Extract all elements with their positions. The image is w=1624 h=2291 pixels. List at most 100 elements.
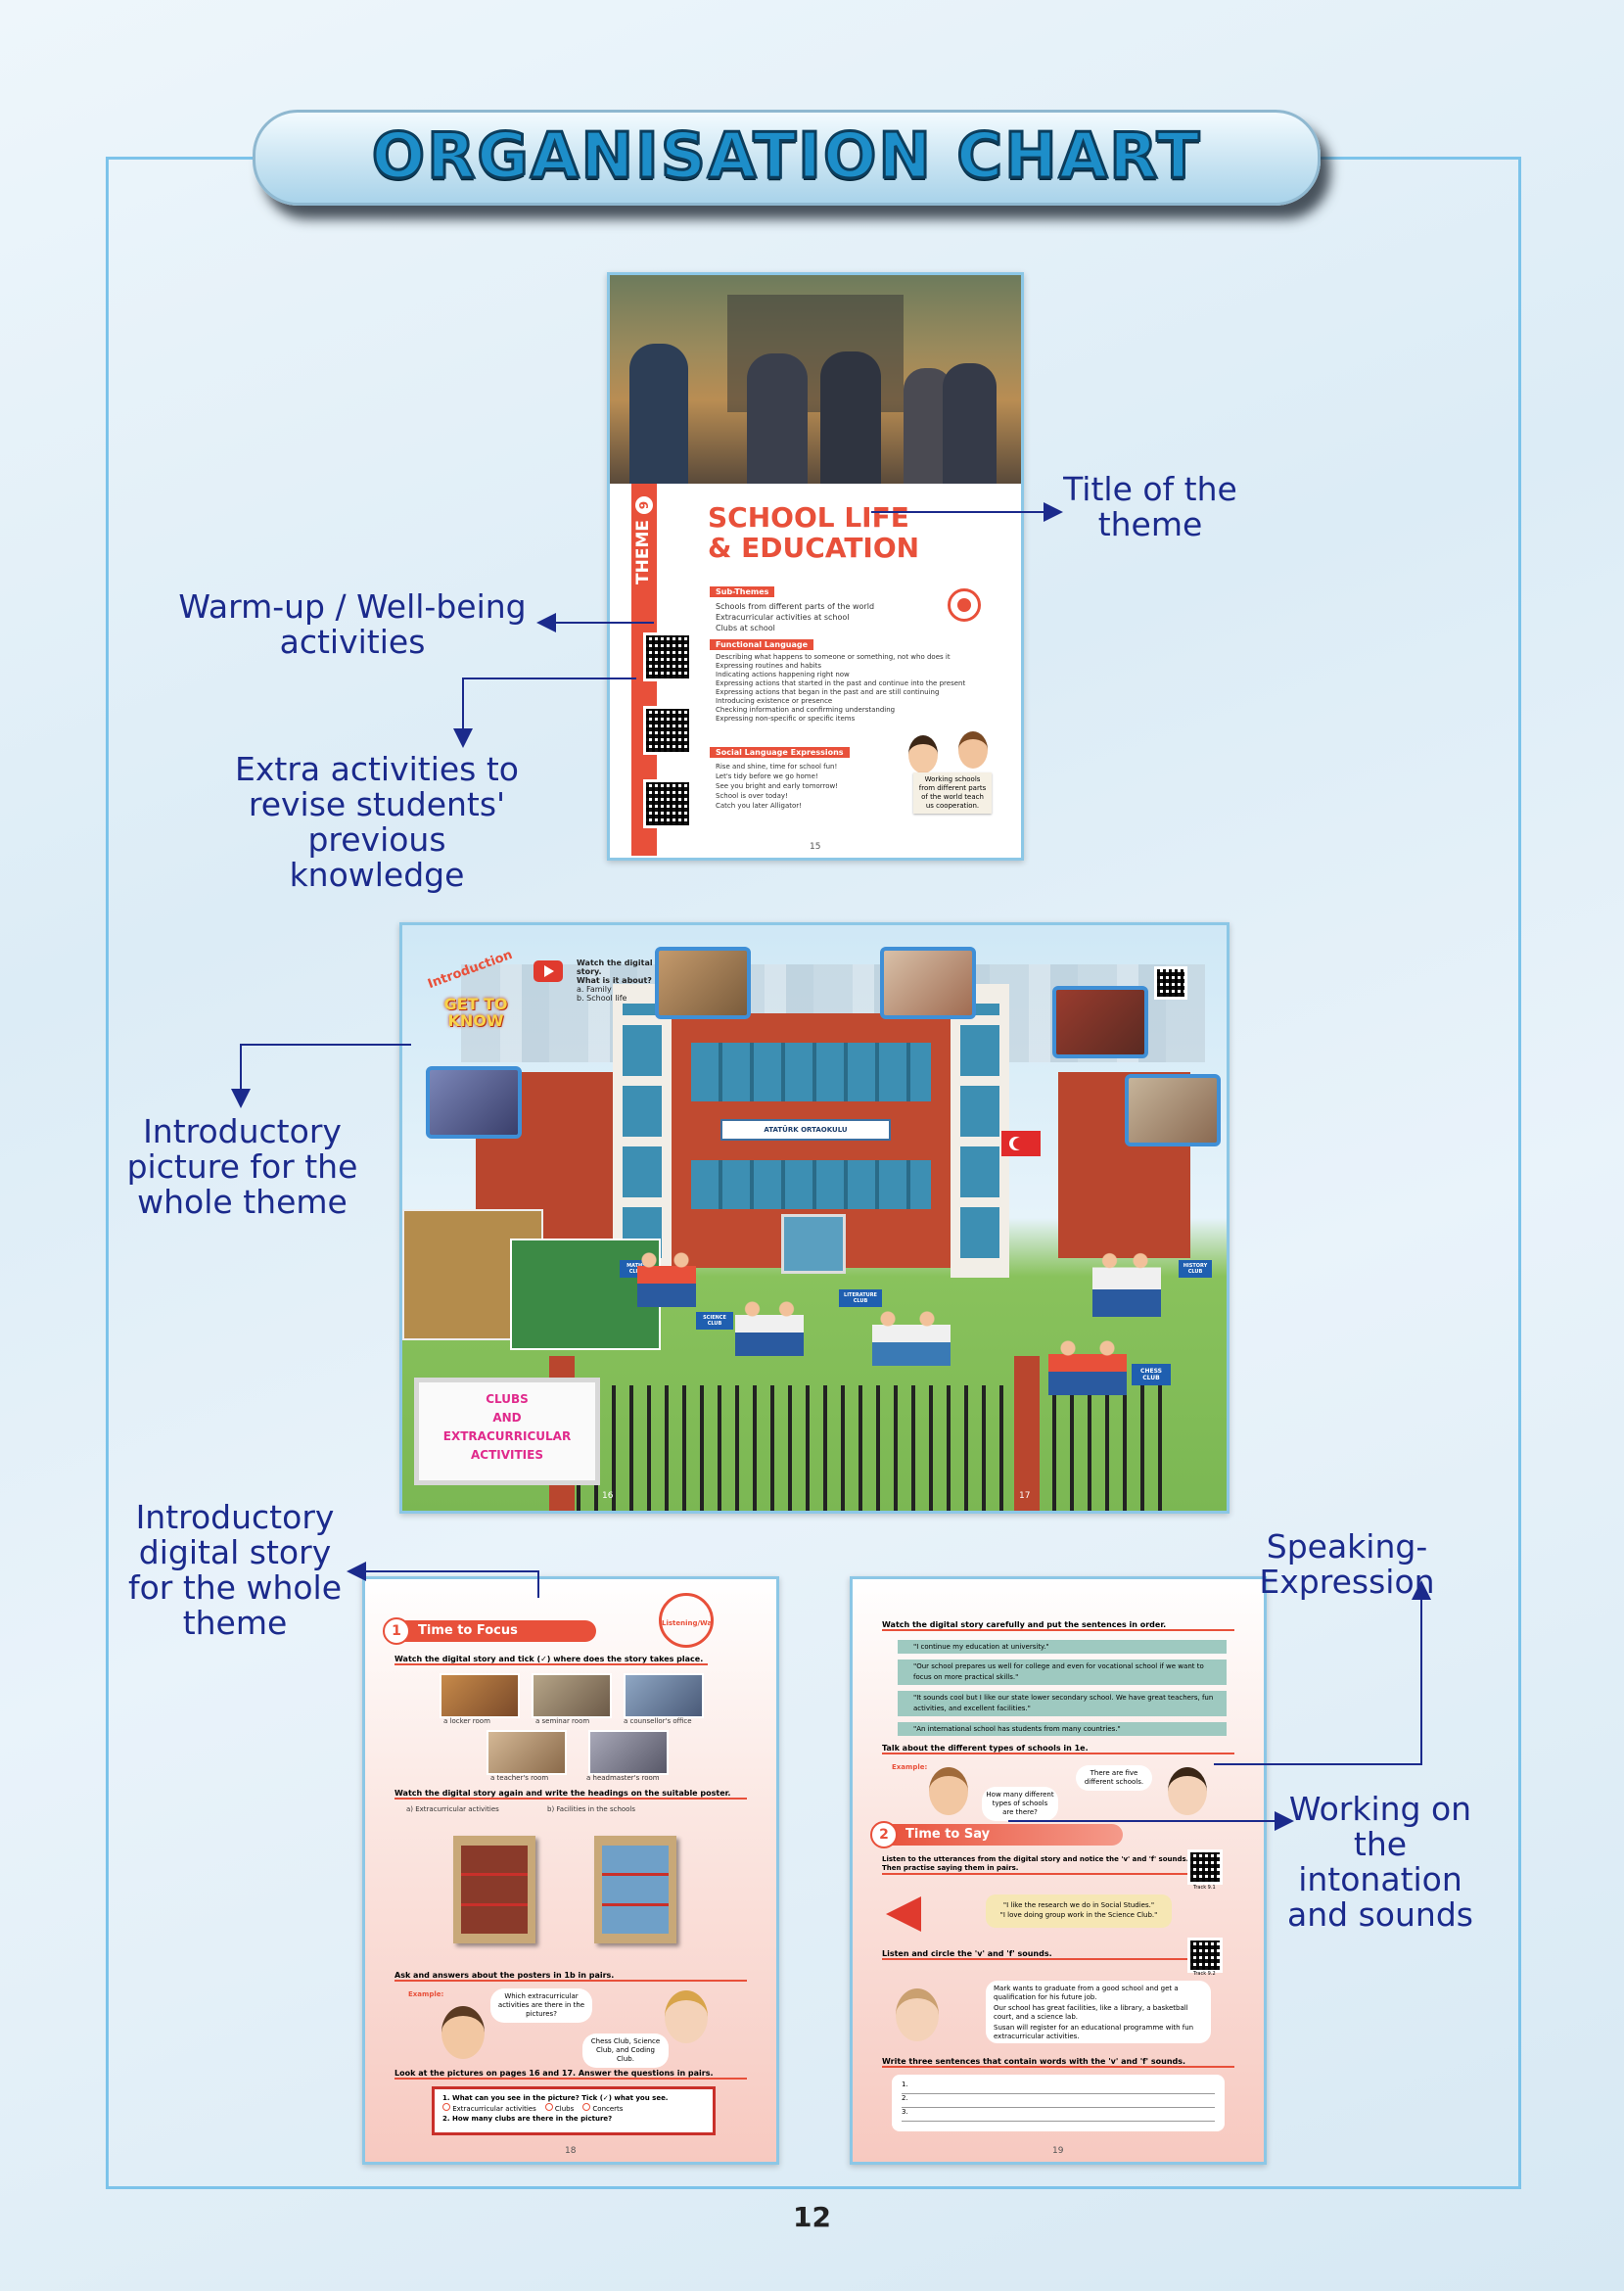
school-sign: ATATÜRK ORTAOKULU [720, 1119, 891, 1141]
options-row: Extracurricular activities Clubs Concert… [442, 2103, 705, 2114]
students-photo [610, 275, 1021, 484]
section-number: 1 [383, 1617, 410, 1645]
qr-code-warmup[interactable] [643, 632, 692, 681]
footer-page-number: 12 [793, 2201, 831, 2233]
club-sign: LITERATURE CLUB [839, 1289, 882, 1307]
checkbox[interactable] [442, 2103, 450, 2111]
social-label: Social Language Expressions [710, 747, 850, 758]
sentence-text: "Our school prepares us well for college… [913, 1662, 1204, 1681]
question-d2: 2. How many clubs are there in the pictu… [442, 2115, 613, 2123]
video-question: Watch the digital story. What is it abou… [577, 958, 655, 1003]
get-to-know-badge: GET TO KNOW [443, 995, 508, 1030]
sentence-text: "An international school has students fr… [913, 1725, 1121, 1733]
video-q1: Watch the digital story. [577, 958, 653, 976]
question-a: Listen to the utterances from the digita… [882, 1855, 1195, 1875]
theme-title-line2: & EDUCATION [708, 532, 920, 564]
banner-line4: ACTIVITIES [471, 1448, 543, 1462]
sentence-text: "I continue my education at university." [913, 1643, 1049, 1651]
boy-avatar [929, 1767, 968, 1815]
page-number: 18 [565, 2146, 577, 2156]
theme-cover-page: THEME 9 SCHOOL LIFE & EDUCATION Sub-Them… [607, 272, 1024, 861]
sentence-row[interactable]: "It sounds cool but I like our state low… [898, 1691, 1227, 1716]
annotation-title: Title of the theme [1063, 470, 1237, 543]
room-photo [440, 1673, 520, 1718]
students-group [872, 1307, 951, 1366]
students-group [1048, 1336, 1127, 1395]
speech-bubble: Which extracurricular activities are the… [490, 1988, 592, 2023]
room-label: a counsellor's office [624, 1717, 692, 1725]
sentence-row[interactable]: "I continue my education at university." [898, 1640, 1227, 1654]
question-b: Listen and circle the 'v' and 'f' sounds… [882, 1949, 1195, 1960]
play-video-icon[interactable] [534, 960, 563, 982]
functional-item: Checking information and confirming unde… [716, 706, 896, 714]
qr-code-extra[interactable] [643, 706, 692, 755]
speech-bubble: How many different types of schools are … [982, 1787, 1058, 1821]
callout-photo [880, 947, 976, 1019]
room-photo [532, 1673, 612, 1718]
question-c: Write three sentences that contain words… [882, 2057, 1234, 2068]
arrow-speaking [1214, 1580, 1431, 1765]
sub-theme-item: Schools from different parts of the worl… [716, 602, 875, 611]
annotation-intonation: Working on the intonation and sounds [1287, 1790, 1473, 1934]
functional-list: Describing what happens to someone or so… [716, 653, 1009, 724]
qr-code-revise[interactable] [643, 779, 692, 828]
annotation-intro-story: Introductory digital story for the whole… [127, 1498, 343, 1642]
functional-label: Functional Language [710, 639, 814, 650]
social-item: See you bright and early tomorrow! [716, 782, 839, 790]
bullet-item: Our school has great facilities, like a … [994, 2004, 1188, 2021]
section-title: Time to Say [905, 1827, 991, 1842]
room-label: a locker room [443, 1717, 490, 1725]
social-item: Catch you later Alligator! [716, 802, 802, 810]
sentence-text: "It sounds cool but I like our state low… [913, 1694, 1214, 1712]
annotation-speaking: Speaking-Expression [1259, 1527, 1435, 1601]
write-line[interactable]: 3. [902, 2108, 1215, 2122]
room-label: a teacher's room [490, 1774, 549, 1782]
social-item: Let's tidy before we go home! [716, 772, 818, 780]
social-item: School is over today! [716, 792, 788, 800]
qr-code-spread[interactable] [1154, 966, 1187, 1000]
bullet-box: Mark wants to graduate from a good schoo… [986, 1981, 1211, 2043]
checkbox[interactable] [544, 2103, 553, 2111]
qr-code-track1[interactable] [1187, 1849, 1223, 1885]
kid-avatar-girl [908, 735, 938, 773]
video-b: b. School life [577, 994, 627, 1003]
functional-item: Expressing routines and habits [716, 662, 822, 670]
example-label: Example: [892, 1763, 928, 1771]
flag-icon [1001, 1131, 1041, 1156]
write-line[interactable]: 1. [902, 2081, 1215, 2094]
track-label: Track 9.2 [1193, 1971, 1216, 1977]
banner-line1: CLUBS [486, 1392, 529, 1406]
girl-avatar [665, 1990, 708, 2043]
qr-code-track2[interactable] [1187, 1938, 1223, 1973]
page-18: 1 Time to Focus Listening/Watching Watch… [362, 1576, 779, 2165]
room-photo [487, 1730, 567, 1775]
checkbox[interactable] [582, 2103, 591, 2111]
students-group [1092, 1248, 1161, 1317]
theme-title: SCHOOL LIFE & EDUCATION [708, 502, 919, 563]
club-sign: HISTORY CLUB [1179, 1260, 1212, 1278]
writing-box[interactable]: 1. 2. 3. [892, 2075, 1225, 2131]
kid-avatar-boy [958, 731, 988, 769]
question-box: 1. What can you see in the picture? Tick… [432, 2086, 716, 2135]
sentence-row[interactable]: "Our school prepares us well for college… [898, 1660, 1227, 1685]
write-line[interactable]: 2. [902, 2094, 1215, 2108]
girl-avatar [1168, 1767, 1207, 1815]
quote-line: "I like the research we do in Social Stu… [1002, 1901, 1155, 1909]
poster-right [594, 1836, 676, 1943]
quote-box: "I like the research we do in Social Stu… [986, 1894, 1172, 1928]
students-group [735, 1297, 804, 1356]
speech-card: Working schools from different parts of … [913, 772, 992, 814]
functional-item: Expressing actions that started in the p… [716, 679, 966, 687]
bullet-item: Susan will register for an educational p… [994, 2024, 1194, 2040]
sentence-row[interactable]: "An international school has students fr… [898, 1722, 1227, 1736]
section-title: Time to Focus [418, 1623, 518, 1638]
building-center: ATATÜRK ORTAOKULU [672, 1013, 951, 1274]
functional-item: Introducing existence or presence [716, 697, 833, 705]
entrance-door [781, 1214, 846, 1274]
listening-badge: Listening/Watching [659, 1593, 714, 1648]
functional-item: Expressing actions that began in the pas… [716, 688, 940, 696]
megaphone-icon [886, 1896, 921, 1932]
sub-themes-list: Schools from different parts of the worl… [716, 601, 941, 633]
page-number: 15 [810, 842, 821, 852]
arrow-intro-picture [231, 1044, 411, 1108]
